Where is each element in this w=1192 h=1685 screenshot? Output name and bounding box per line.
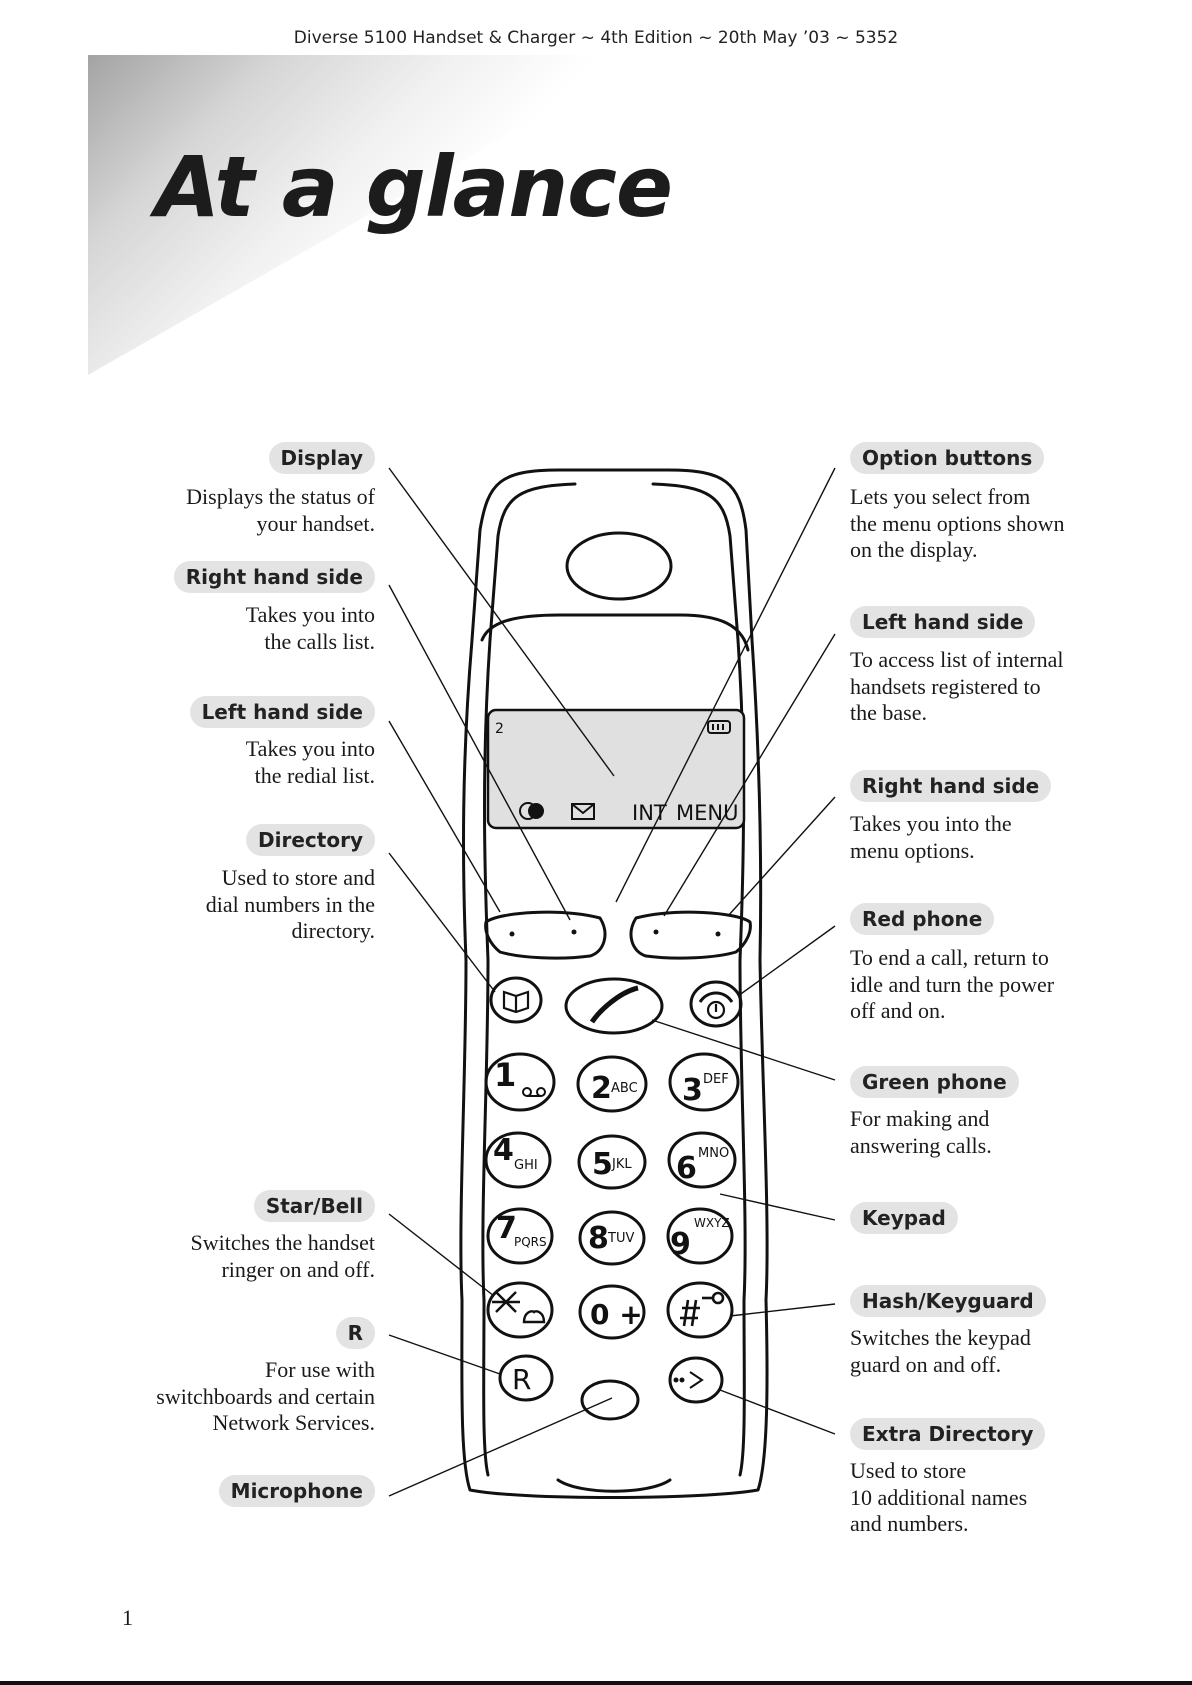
leader-keypad (719, 1193, 836, 1221)
leader-left-hand-side-right (663, 633, 836, 917)
callout-desc-red-phone: To end a call, return to idle and turn t… (850, 945, 1055, 1023)
bottom-rule (0, 1681, 1192, 1685)
leader-directory (388, 852, 496, 993)
callout-label-r: R (335, 1317, 375, 1349)
leader-hash-keyguard (729, 1303, 836, 1317)
handset-body (459, 468, 769, 1499)
battery-icon (707, 720, 731, 734)
key-3-letters: DEF (703, 1072, 729, 1087)
callout-label-left-hand-side-redial: Left hand side (189, 696, 375, 728)
book-icon (502, 990, 530, 1014)
callout-desc-left-hand-side-internal: To access list of internal handsets regi… (850, 647, 1064, 725)
key-0-digit: 0 + (590, 1298, 643, 1331)
callout-label-display: Display (268, 442, 375, 474)
callout-desc-directory: Used to store and dial numbers in the di… (205, 865, 375, 943)
callout-label-microphone: Microphone (218, 1475, 375, 1507)
directory-key (489, 976, 543, 1024)
key-9-digit: 9 (670, 1227, 691, 1262)
leader-option-buttons (615, 467, 836, 903)
star-bell-icon (492, 1291, 546, 1324)
key-1-digit: 1 (494, 1056, 516, 1094)
page-number: 1 (122, 1605, 133, 1630)
leader-left-hand-side-left (388, 720, 501, 913)
key-9-letters: WXYZ (694, 1216, 730, 1230)
microphone-icon (580, 1379, 640, 1421)
leader-extra-directory (719, 1389, 836, 1435)
red-phone-key (689, 980, 743, 1028)
leader-red-phone (737, 925, 836, 997)
callout-desc-r: For use with switchboards and certain Ne… (156, 1357, 375, 1435)
key-5-letters: JKL (611, 1157, 632, 1172)
callout-desc-right-hand-side-calls: Takes you into the calls list. (245, 602, 375, 654)
key-7-letters: PQRS (514, 1235, 547, 1249)
ringer-status-icon (519, 802, 544, 820)
r-key (498, 1354, 554, 1402)
callout-label-green-phone: Green phone (850, 1066, 1019, 1098)
key-4-letters: GHI (514, 1158, 538, 1173)
key-7-digit: 7 (496, 1211, 517, 1246)
leader-r (388, 1334, 501, 1375)
callout-label-keypad: Keypad (850, 1202, 958, 1234)
key-4-digit: 4 (493, 1133, 514, 1168)
key-r-label: R (512, 1363, 531, 1396)
key-8-digit: 8 (588, 1221, 609, 1256)
arrow-directory-icon (673, 1371, 704, 1389)
callout-label-extra-directory: Extra Directory (850, 1418, 1046, 1450)
callout-desc-option-buttons: Lets you select from the menu options sh… (850, 484, 1065, 562)
leader-star-bell (388, 1213, 495, 1297)
callout-desc-left-hand-side-redial: Takes you into the redial list. (245, 736, 375, 788)
earpiece-icon (565, 531, 673, 601)
softkey-right (629, 910, 752, 960)
callout-desc-star-bell: Switches the handset ringer on and off. (190, 1230, 375, 1282)
leader-right-hand-side-right (727, 796, 836, 917)
callout-desc-green-phone: For making and answering calls. (850, 1106, 992, 1158)
callout-label-hash-keyguard: Hash/Keyguard (850, 1285, 1046, 1317)
handset-green-icon (589, 985, 639, 1024)
callout-label-right-hand-side-menu: Right hand side (850, 770, 1052, 802)
green-phone-key (564, 977, 664, 1035)
key-3-digit: 3 (682, 1073, 703, 1108)
callout-desc-extra-directory: Used to store 10 additional names and nu… (850, 1458, 1028, 1536)
leader-right-hand-side-left (388, 584, 571, 921)
callout-label-directory: Directory (246, 824, 375, 856)
callout-label-left-hand-side-internal: Left hand side (850, 606, 1036, 638)
key-5-digit: 5 (592, 1147, 613, 1182)
message-envelope-icon (571, 803, 595, 820)
leader-green-phone (651, 1019, 836, 1081)
leader-display (388, 467, 615, 777)
key-2-digit: 2 (591, 1071, 612, 1106)
running-head: Diverse 5100 Handset & Charger ~ 4th Edi… (293, 28, 899, 48)
callout-label-star-bell: Star/Bell (253, 1190, 375, 1222)
page-title: At a glance (155, 138, 673, 236)
key-6-letters: MNO (698, 1146, 729, 1161)
voicemail-icon (522, 1087, 546, 1097)
hash-key-icon (680, 1291, 725, 1327)
key-6-digit: 6 (676, 1151, 697, 1186)
key-2-letters: ABC (611, 1081, 638, 1096)
callout-desc-right-hand-side-menu: Takes you into the menu options. (850, 811, 1012, 863)
callout-desc-display: Displays the status of your handset. (186, 484, 375, 536)
callout-label-right-hand-side-calls: Right hand side (173, 561, 375, 593)
callout-desc-hash-keyguard: Switches the keypad guard on and off. (850, 1325, 1031, 1377)
display-handset-number: 2 (495, 721, 504, 737)
extra-directory-key (668, 1356, 724, 1404)
callout-label-option-buttons: Option buttons (850, 442, 1045, 474)
softkey-left (484, 910, 607, 960)
display-softkey-menu: MENU (676, 801, 738, 825)
leader-microphone (388, 1397, 613, 1497)
key-8-letters: TUV (607, 1231, 634, 1246)
power-handset-icon (698, 991, 734, 1020)
callout-label-red-phone: Red phone (850, 903, 995, 935)
